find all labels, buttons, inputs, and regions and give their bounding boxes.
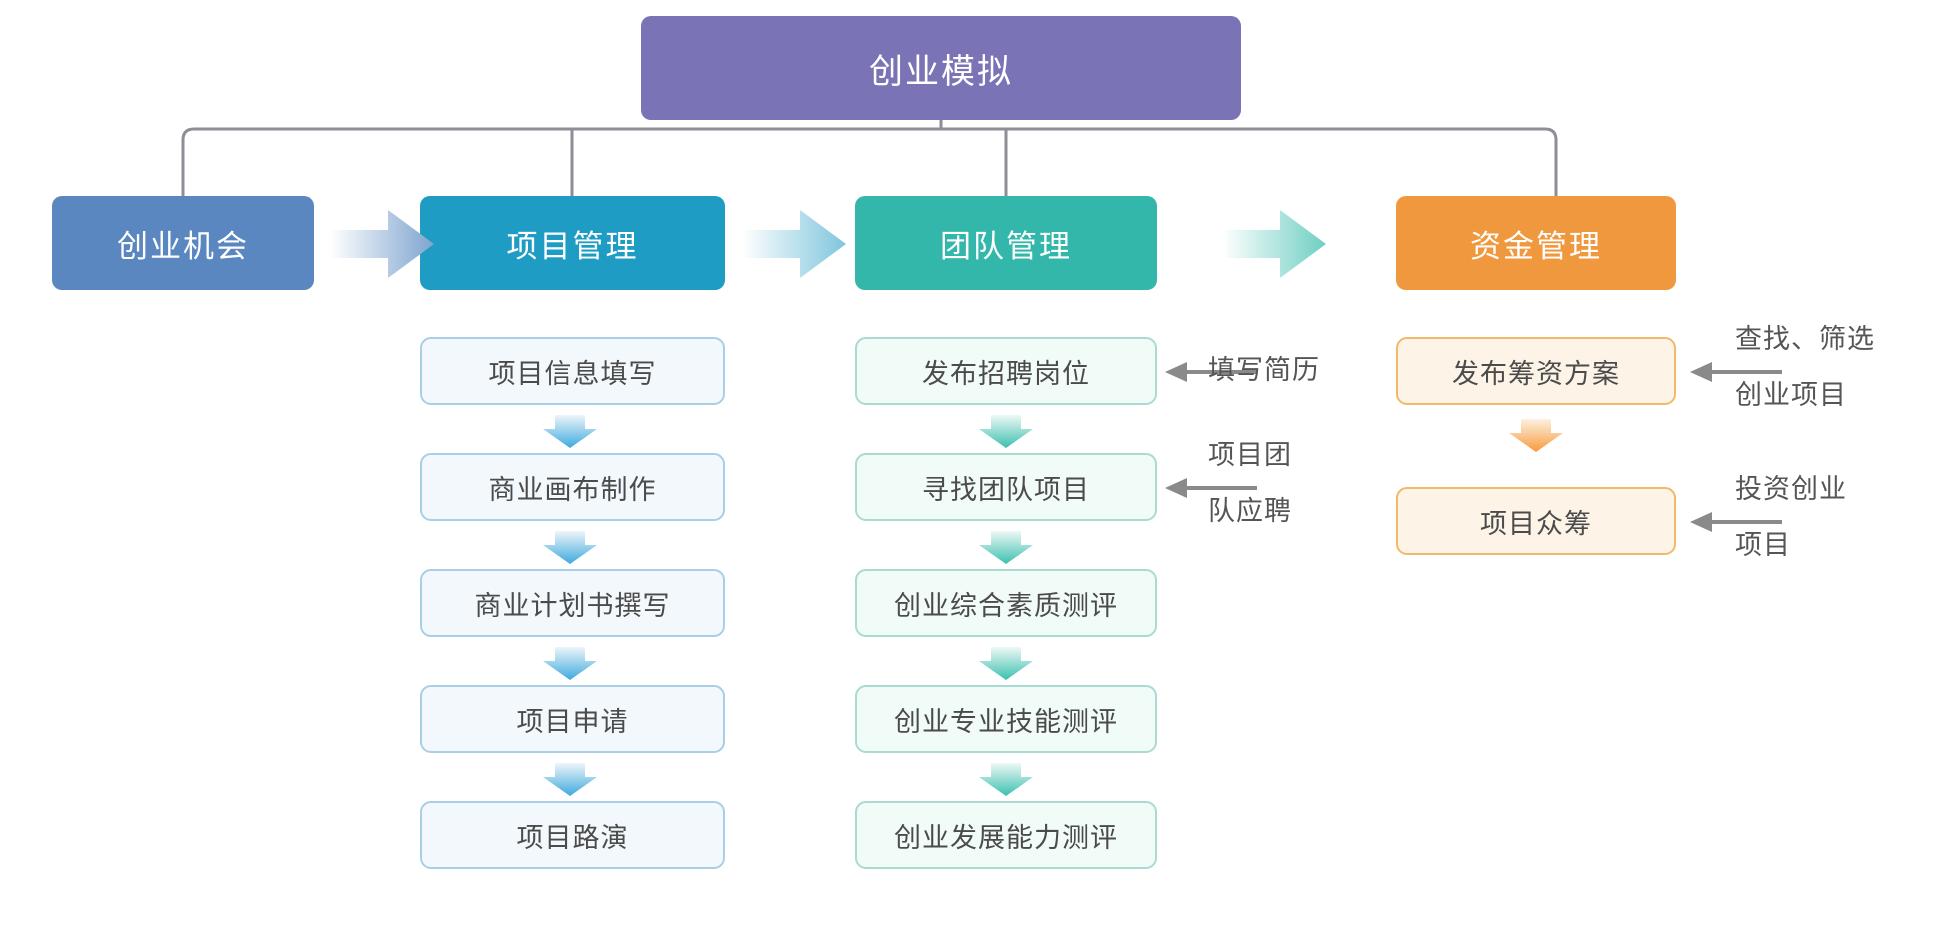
item-team-0[interactable]: 发布招聘岗位 [855,337,1157,405]
step-down-arrow-icon [979,647,1033,680]
item-team-3[interactable]: 创业专业技能测评 [855,685,1157,753]
item-project-0[interactable]: 项目信息填写 [420,337,725,405]
step-down-arrow-icon [543,647,597,680]
step-down-arrow-icon [979,415,1033,448]
step-down-arrow-icon [543,415,597,448]
column-header-opportunity[interactable]: 创业机会 [52,196,314,290]
column-header-project[interactable]: 项目管理 [420,196,725,290]
annotation-resume: 填写简历 [1208,355,1320,385]
annotation-arrow-icon-invest [1690,512,1782,532]
annotation-arrow-icon-team-apply [1165,478,1257,498]
item-team-4[interactable]: 创业发展能力测评 [855,801,1157,869]
annotation-arrow-icon-search-filter [1690,362,1782,382]
column-header-funding[interactable]: 资金管理 [1396,196,1676,290]
item-team-2[interactable]: 创业综合素质测评 [855,569,1157,637]
step-down-arrow-icon [979,531,1033,564]
root-node[interactable]: 创业模拟 [641,16,1241,120]
item-funding-1[interactable]: 项目众筹 [1396,487,1676,555]
flow-arrow-icon-2 [742,210,846,278]
item-project-4[interactable]: 项目路演 [420,801,725,869]
item-funding-0[interactable]: 发布筹资方案 [1396,337,1676,405]
column-header-team[interactable]: 团队管理 [855,196,1157,290]
item-project-1[interactable]: 商业画布制作 [420,453,725,521]
annotation-arrow-icon-resume [1165,362,1257,382]
item-team-1[interactable]: 寻找团队项目 [855,453,1157,521]
flow-arrow-icon-3 [1222,210,1326,278]
annotation-invest: 投资创业 项目 [1735,474,1847,560]
step-down-arrow-icon [979,763,1033,796]
flow-arrow-icon-1 [330,210,434,278]
item-project-3[interactable]: 项目申请 [420,685,725,753]
step-down-arrow-icon [543,763,597,796]
annotation-team-apply: 项目团 队应聘 [1208,440,1292,526]
step-down-arrow-icon [543,531,597,564]
step-down-arrow-icon [1509,419,1563,452]
item-project-2[interactable]: 商业计划书撰写 [420,569,725,637]
annotation-search-filter: 查找、筛选 创业项目 [1735,324,1875,410]
